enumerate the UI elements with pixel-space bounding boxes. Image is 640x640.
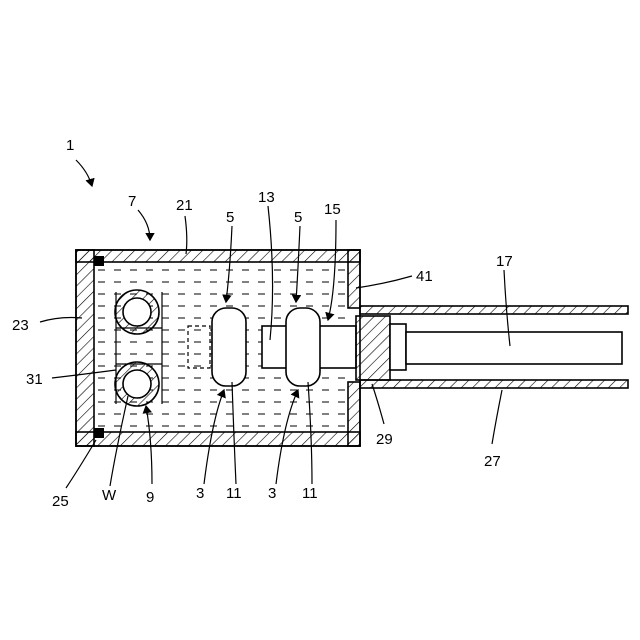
label-W: W [102, 487, 117, 504]
left-lid [76, 250, 94, 446]
label-17: 17 [496, 253, 513, 270]
label-3-right: 3 [268, 485, 276, 502]
heater-tube-lower-inner [123, 370, 151, 398]
label-13: 13 [258, 189, 275, 206]
right-wall-upper [348, 250, 360, 308]
roller-right [286, 308, 320, 386]
label-25: 25 [52, 493, 69, 510]
label-9: 9 [146, 489, 154, 506]
seal-bottom [94, 428, 104, 438]
label-31: 31 [26, 371, 43, 388]
top-wall [76, 250, 360, 262]
seal-top [94, 256, 104, 266]
fitting-neck [390, 324, 406, 370]
label-3-left: 3 [196, 485, 204, 502]
roller-left [212, 308, 246, 386]
pipe-top-wall [360, 306, 628, 314]
right-wall-lower [348, 382, 360, 446]
label-5-right: 5 [294, 209, 302, 226]
label-5-left: 5 [226, 209, 234, 226]
label-21: 21 [176, 197, 193, 214]
label-27: 27 [484, 453, 501, 470]
label-29: 29 [376, 431, 393, 448]
outlet-pipe [356, 306, 628, 388]
rod-17 [406, 332, 622, 364]
label-41: 41 [416, 268, 433, 285]
label-1: 1 [66, 137, 74, 154]
label-15: 15 [324, 201, 341, 218]
label-23: 23 [12, 317, 29, 334]
label-11-left: 11 [226, 485, 242, 502]
label-7: 7 [128, 193, 136, 210]
heater-tube-upper-inner [123, 298, 151, 326]
label-11-right: 11 [302, 485, 318, 502]
threaded-fitting [356, 316, 390, 380]
pipe-bottom-wall [360, 380, 628, 388]
